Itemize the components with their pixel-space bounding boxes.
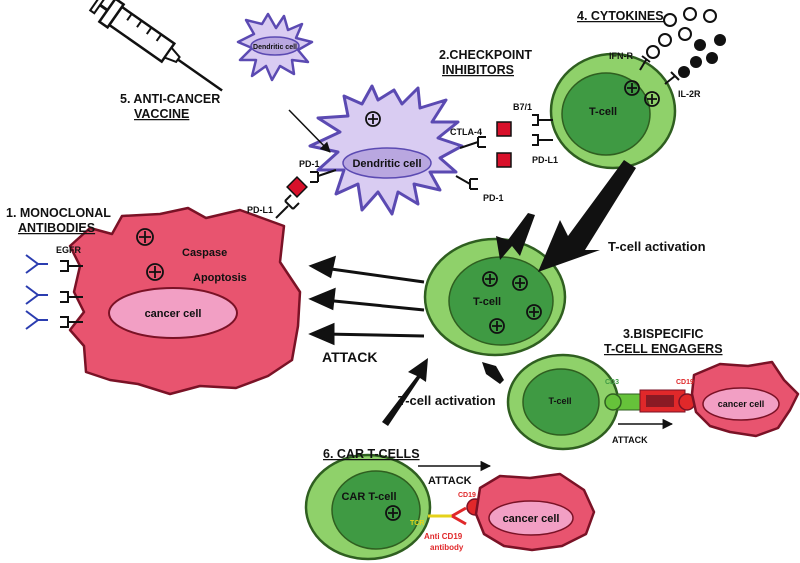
plus-icon [368, 114, 378, 124]
attack-label-bispecific: ATTACK [612, 435, 648, 445]
apoptosis-label: Apoptosis [193, 272, 247, 284]
cd19-label-car: CD19 [458, 492, 476, 499]
dendritic-cell-small-label: Dendritic cell [253, 44, 297, 51]
t-cell-label-central: T-cell [473, 296, 501, 308]
ctla-4-receptor [459, 136, 486, 149]
car-t-cell-label: CAR T-cell [341, 491, 396, 503]
attack-label: ATTACK [322, 349, 377, 365]
heading-cytokines: 4. CYTOKINES [577, 9, 664, 23]
t-cell-label-bispecific: T-cell [548, 396, 571, 406]
heading-car-t: 6. CAR T-CELLS [323, 447, 420, 461]
t-cell-label-top: T-cell [589, 106, 617, 118]
ctla-4-label: CTLA-4 [450, 127, 482, 137]
t-cell-activation-label: T-cell activation [608, 239, 706, 254]
cancer-cell-label: cancer cell [145, 308, 202, 320]
heading-checkpoint-2: INHIBITORS [442, 63, 514, 77]
cd3-label: CD3 [605, 379, 619, 386]
t-cell-central: T-cell [423, 237, 567, 357]
cancer-cell-large: cancer cell Caspase Apoptosis [68, 206, 302, 396]
attack-arrows [308, 255, 425, 346]
plus-circle-icon [644, 91, 660, 107]
pd-l1-label-small: PD-L1 [532, 155, 558, 165]
arrow-vaccine [288, 109, 331, 153]
pd-1-receptor-right [455, 175, 478, 190]
anti-cd19-label-2: antibody [430, 543, 464, 552]
pd-1-label-left: PD-1 [299, 159, 320, 169]
heading-monoclonal-2: ANTIBODIES [18, 221, 95, 235]
checkpoint-inhibitor-square-bottom [496, 152, 512, 168]
arrow-activation-top [538, 160, 636, 272]
dendritic-cell: Dendritic cell [308, 84, 464, 216]
t-cell-cytokine: T-cell [549, 52, 677, 170]
heading-checkpoint-1: 2.CHECKPOINT [439, 48, 532, 62]
bispecific-engager [604, 389, 696, 413]
plus-circle-icon [146, 263, 164, 281]
plus-circle-icons [482, 271, 542, 334]
arrow-activation-dendritic [496, 213, 535, 260]
pd-1-label-right: PD-1 [483, 193, 504, 203]
plus-circle-icon [624, 80, 640, 96]
tcr-label: TCR [410, 520, 424, 527]
plus-circle-icon [385, 505, 401, 521]
cd19-label: CD19 [676, 379, 694, 386]
heading-vaccine-1: 5. ANTI-CANCER [120, 92, 220, 106]
anti-cd19-label-1: Anti CD19 [424, 532, 463, 541]
cancer-cell-bispecific: cancer cell [690, 360, 800, 438]
monoclonal-antibody-icons [25, 254, 48, 330]
t-cell-bispecific: T-cell [506, 353, 620, 451]
il-2r-label: IL-2R [678, 89, 701, 99]
heading-monoclonal-1: 1. MONOCLONAL [6, 206, 111, 220]
b7-1-label: B7/1 [513, 102, 532, 112]
dendritic-cell-label: Dendritic cell [352, 158, 421, 170]
dendritic-cell-small: Dendritic cell [236, 12, 314, 82]
cancer-cell-car: cancer cell [474, 472, 596, 552]
t-cell-receptors [532, 55, 680, 146]
cytokine-circles-open [646, 7, 717, 59]
egfr-label: EGFR [56, 245, 82, 255]
cancer-cell-label-car: cancer cell [503, 513, 560, 525]
arrow-activation-bispecific [482, 362, 504, 384]
heading-vaccine-2: VACCINE [134, 107, 189, 121]
t-cell-activation-label-2: T-cell activation [398, 393, 496, 408]
checkpoint-inhibitor-diamond [286, 176, 308, 198]
arrow-activation-car [382, 358, 428, 426]
caspase-label: Caspase [182, 247, 227, 259]
plus-circle-icon [365, 111, 381, 127]
ifn-r-label: IFN-R [609, 51, 633, 61]
pd-l1-label: PD-L1 [247, 205, 273, 215]
egfr-receptors [60, 260, 83, 328]
cd3-marker [604, 393, 622, 411]
attack-label-car: ATTACK [428, 475, 472, 487]
cytokine-circles-filled [678, 34, 726, 78]
heading-bispecific-2: T-CELL ENGAGERS [604, 342, 723, 356]
pd-l1-receptor [275, 194, 300, 219]
car-t-cell: CAR T-cell [304, 453, 432, 561]
heading-bispecific-1: 3.BISPECIFIC [623, 327, 704, 341]
syringe-icon [88, 0, 223, 92]
pd-1-receptor-left [310, 169, 337, 183]
plus-circle-icon [136, 228, 154, 246]
car-receptor [428, 498, 484, 526]
checkpoint-inhibitor-square-top [496, 121, 512, 137]
cancer-cell-label-bispecific: cancer cell [718, 399, 765, 409]
